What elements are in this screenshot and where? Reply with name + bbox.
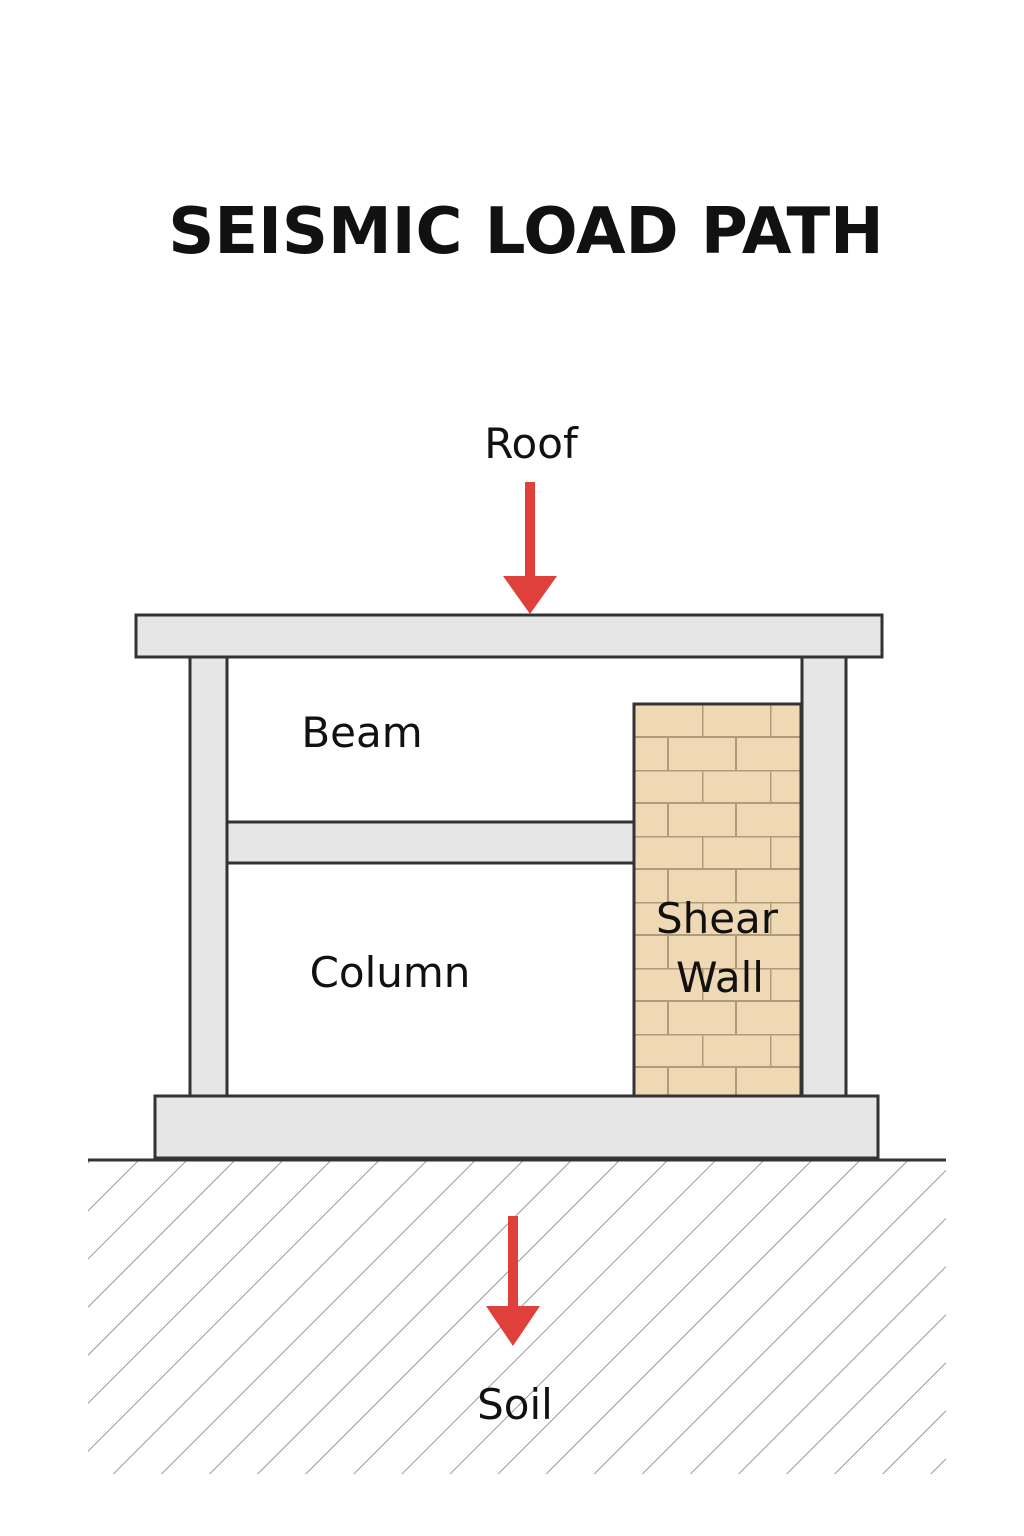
soil-load-arrow	[486, 1216, 540, 1346]
diagram-title: SEISMIC LOAD PATH	[168, 195, 883, 269]
foundation-slab	[153, 1094, 880, 1160]
soil-label: Soil	[477, 1380, 553, 1429]
roof-load-arrow	[503, 482, 557, 614]
column-label: Column	[310, 948, 471, 997]
roof-slab	[134, 613, 884, 659]
right-column	[800, 654, 848, 1098]
beam-label: Beam	[301, 708, 422, 757]
shear-wall-label-line1: Shear	[656, 894, 779, 943]
middle-beam	[225, 820, 636, 865]
shear-wall	[632, 702, 803, 1098]
roof-label: Roof	[484, 419, 579, 468]
shear-wall-label-line2: Wall	[676, 953, 764, 1002]
left-column	[188, 654, 229, 1098]
